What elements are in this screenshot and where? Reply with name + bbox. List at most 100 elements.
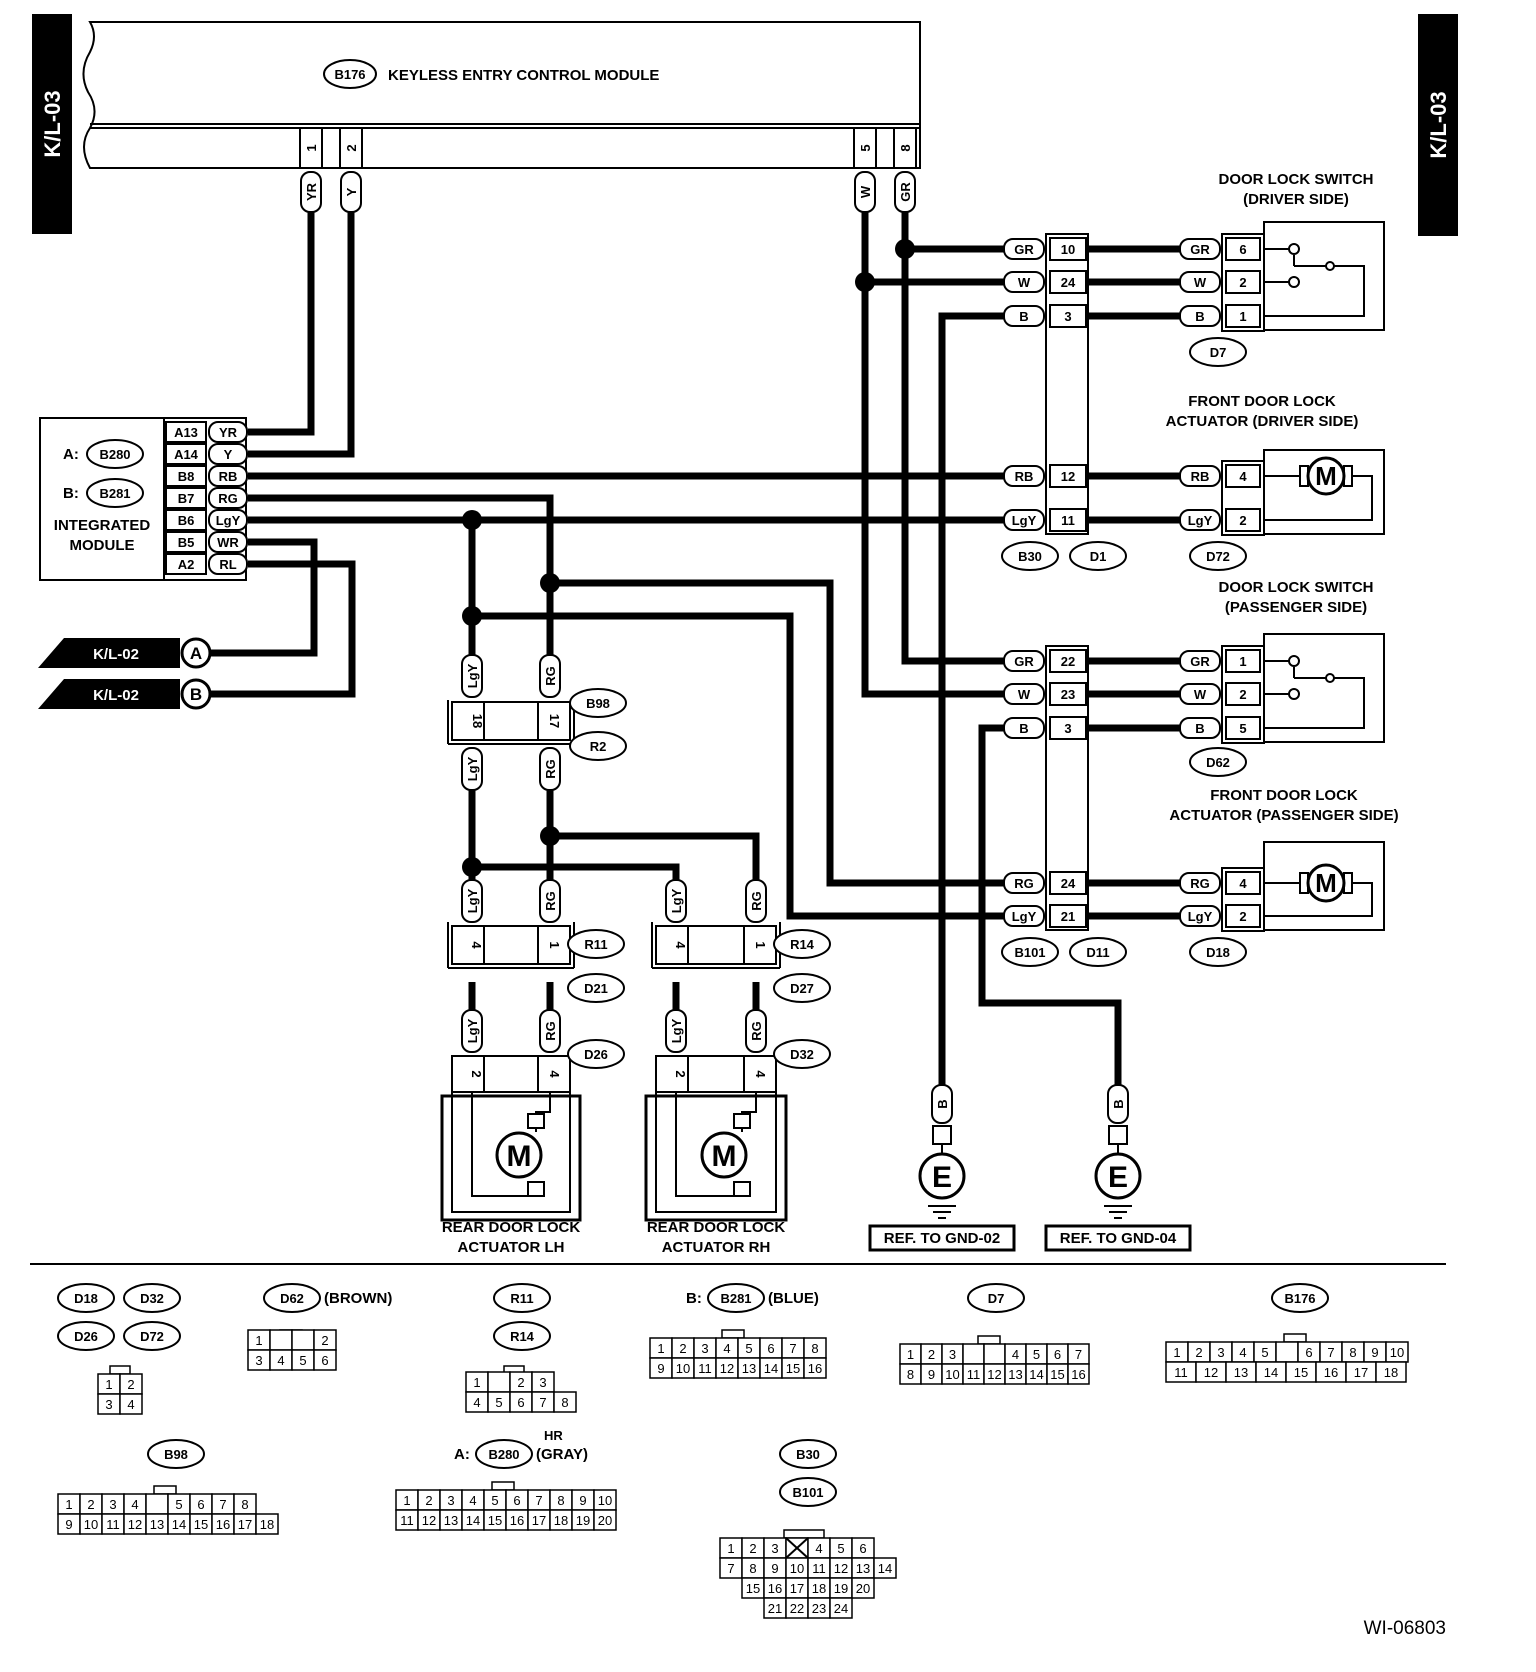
- svg-text:15: 15: [1050, 1367, 1064, 1382]
- svg-text:14: 14: [1029, 1367, 1043, 1382]
- svg-text:A: A: [190, 644, 202, 663]
- legend-r11: [493, 1283, 551, 1313]
- svg-text:10: 10: [84, 1517, 98, 1532]
- svg-text:10: 10: [598, 1493, 612, 1508]
- imod-wire-tag: [208, 487, 248, 509]
- device-d18-pin-cell: [1225, 904, 1261, 928]
- legend-g3-cell: [553, 1391, 577, 1413]
- legend-g5-top-cell: [983, 1343, 1006, 1365]
- svg-text:(BLUE): (BLUE): [768, 1290, 819, 1307]
- svg-text:4: 4: [1239, 1345, 1246, 1360]
- device-d62-wire-tag-label: B: [1195, 721, 1204, 736]
- harness2-conn-b-label: D11: [1086, 945, 1109, 960]
- svg-text:9: 9: [657, 1361, 664, 1376]
- ground-1-wire-tag: [931, 1084, 953, 1124]
- svg-text:18: 18: [260, 1517, 274, 1532]
- harness1-pin-cell: [1049, 464, 1087, 488]
- svg-text:16: 16: [808, 1361, 822, 1376]
- imod-wire-tag: [208, 531, 248, 553]
- svg-text:10: 10: [945, 1367, 959, 1382]
- harness2-conn-b: [1069, 937, 1127, 967]
- rear-actuator-rh-wire-tag: [745, 1009, 767, 1053]
- legend-g1-cell: [119, 1393, 143, 1415]
- device-d62-wire-tag: [1179, 683, 1221, 705]
- svg-text:2: 2: [679, 1341, 686, 1356]
- svg-text:2: 2: [749, 1541, 756, 1556]
- device-d72-wire-tag: [1179, 465, 1221, 487]
- svg-text:LgY: LgY: [669, 1018, 684, 1043]
- svg-text:R2: R2: [590, 739, 607, 754]
- svg-text:16: 16: [1324, 1365, 1338, 1380]
- harness1-pin: 12: [1061, 469, 1075, 484]
- device-d72-motor-icon: [1306, 456, 1346, 496]
- svg-text:5: 5: [299, 1353, 306, 1368]
- svg-text:4: 4: [753, 1070, 768, 1078]
- imod-wire-tag-label: RB: [219, 469, 238, 484]
- svg-text:5: 5: [495, 1395, 502, 1410]
- svg-text:1: 1: [403, 1493, 410, 1508]
- svg-text:18: 18: [812, 1581, 826, 1596]
- device-d7-body: [1263, 221, 1385, 331]
- svg-text:K/L-02: K/L-02: [93, 687, 139, 704]
- svg-text:4: 4: [723, 1341, 730, 1356]
- svg-text:18: 18: [470, 714, 485, 728]
- svg-text:10: 10: [1390, 1345, 1404, 1360]
- rear-actuator-lh-wire-tag: [461, 879, 483, 923]
- rear-actuator-lh-conn-a-label: R11: [584, 937, 607, 952]
- harness2-wire-tag: [1003, 683, 1045, 705]
- svg-text:B98: B98: [586, 696, 610, 711]
- legend-g4-cell: [803, 1357, 827, 1379]
- device-d7-subtitle: (DRIVER SIDE): [1243, 191, 1349, 208]
- legend-r14-label: R14: [510, 1329, 535, 1344]
- device-d7-wire-tag: [1179, 238, 1221, 260]
- svg-text:11: 11: [698, 1361, 712, 1376]
- harness2-pin: 21: [1061, 909, 1075, 924]
- device-d7-conn-tag: [1189, 337, 1247, 367]
- svg-text:13: 13: [1234, 1365, 1248, 1380]
- svg-text:5: 5: [837, 1541, 844, 1556]
- svg-text:8: 8: [241, 1497, 248, 1512]
- svg-text:8: 8: [1349, 1345, 1356, 1360]
- svg-text:5: 5: [745, 1341, 752, 1356]
- device-d62-wire-tag: [1179, 650, 1221, 672]
- imod-pin-number: B8: [178, 469, 195, 484]
- svg-text:12: 12: [1204, 1365, 1218, 1380]
- svg-text:B:: B:: [63, 485, 79, 502]
- rear-actuator-lh-connector1: [451, 925, 571, 965]
- svg-text:1: 1: [105, 1377, 112, 1392]
- svg-text:4: 4: [815, 1541, 822, 1556]
- imod-pin-cell: [165, 421, 207, 443]
- harness2-wire-tag: [1003, 650, 1045, 672]
- svg-text:20: 20: [856, 1581, 870, 1596]
- svg-text:11: 11: [812, 1561, 826, 1576]
- svg-text:LgY: LgY: [465, 663, 480, 688]
- rear-actuator-rh-wire-tag: [665, 1009, 687, 1053]
- svg-text:2: 2: [469, 1070, 484, 1077]
- rear-actuator-lh-conn-b-label: D21: [584, 981, 608, 996]
- svg-text:9: 9: [65, 1517, 72, 1532]
- svg-text:1: 1: [657, 1341, 664, 1356]
- svg-text:RG: RG: [543, 759, 558, 779]
- device-d18-wire-tag: [1179, 872, 1221, 894]
- svg-text:A:: A:: [454, 1446, 470, 1463]
- device-d7-pin-cell: [1225, 304, 1261, 328]
- device-d7-pin-cell: [1225, 270, 1261, 294]
- rear-actuator-lh-motor-icon: [495, 1131, 543, 1179]
- svg-text:3: 3: [255, 1353, 262, 1368]
- device-d18-wire-tag-label: LgY: [1188, 909, 1213, 924]
- svg-text:21: 21: [768, 1601, 782, 1616]
- svg-text:4: 4: [469, 941, 484, 949]
- device-d18-pin-cell: [1225, 871, 1261, 895]
- device-d62-pin-cell: [1225, 716, 1261, 740]
- svg-text:8: 8: [811, 1341, 818, 1356]
- imod-wire-tag: [208, 465, 248, 487]
- right-tab-label: K/L-03: [1426, 91, 1451, 158]
- harness1-wire-tag: [1003, 271, 1045, 293]
- device-d18-wire-tag-label: RG: [1190, 876, 1210, 891]
- harness2-pin: 3: [1064, 721, 1071, 736]
- svg-text:24: 24: [834, 1601, 848, 1616]
- svg-text:14: 14: [466, 1513, 480, 1528]
- rear-actuator-lh-conn-c: [567, 1039, 625, 1069]
